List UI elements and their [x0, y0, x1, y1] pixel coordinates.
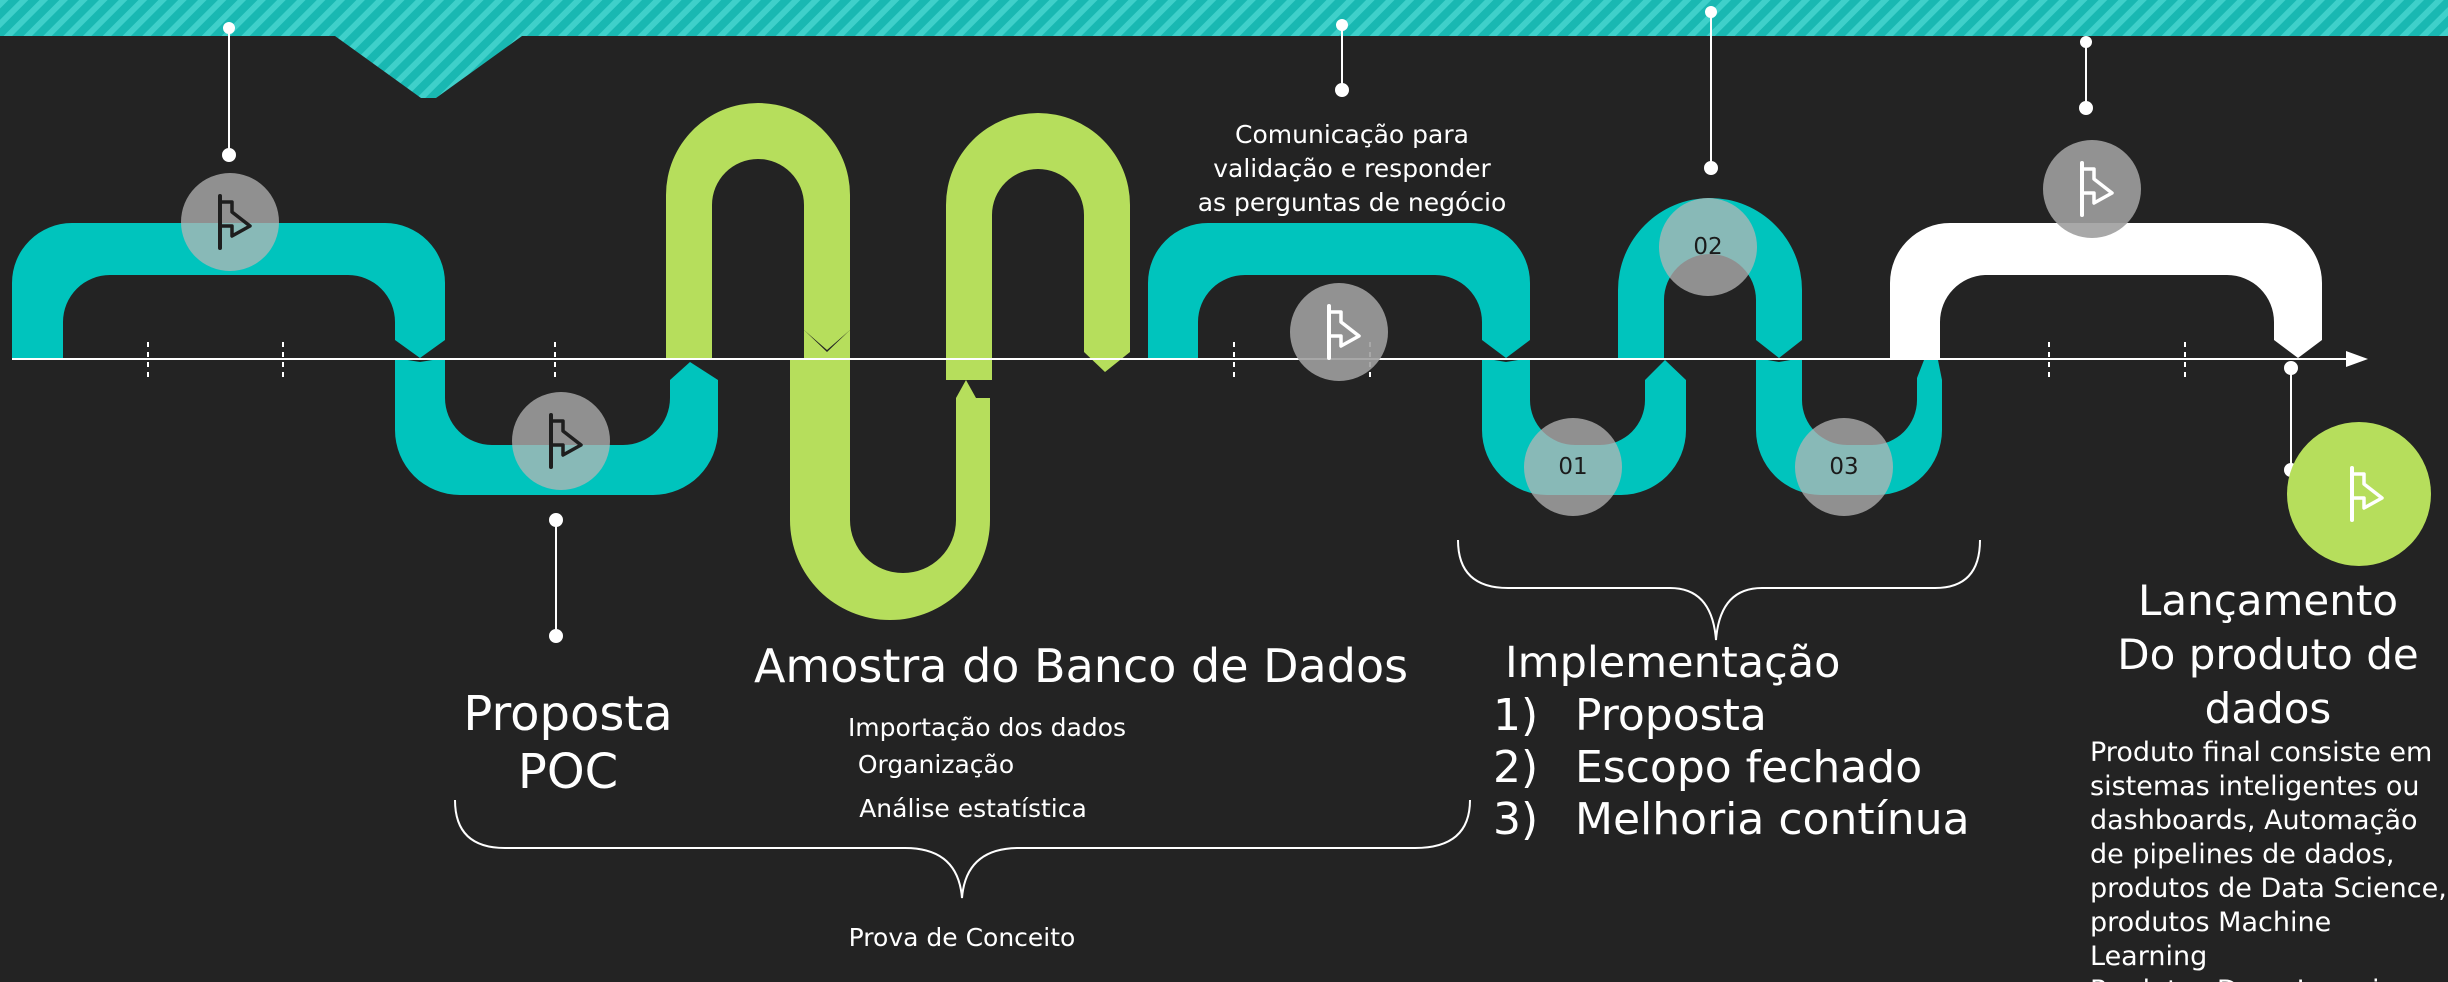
implementation-step-2: 2) Escopo fechado	[1493, 742, 1922, 794]
launch-description: Produto final consiste em sistemas intel…	[2090, 736, 2448, 982]
poc-title-line2: POC	[517, 744, 619, 800]
launch-description-line: sistemas inteligentes ou	[2090, 771, 2420, 802]
launch-description-line: de pipelines de dados,	[2090, 839, 2395, 870]
banner-notch	[335, 36, 522, 98]
milestone-marker-3	[1290, 283, 1388, 381]
step-marker-03-bg	[1795, 418, 1893, 516]
communication-line2: validação e responder	[1213, 154, 1491, 183]
proof-of-concept-label: Prova de Conceito	[848, 923, 1076, 952]
step-marker-02-bg	[1659, 198, 1757, 296]
implementation-step-3-number: 3)	[1493, 794, 1539, 845]
database-sample-item-import: Importação dos dados	[847, 713, 1127, 742]
step-marker-01: 01	[1558, 454, 1588, 480]
step-marker-02: 02	[1693, 234, 1723, 260]
launch-description-line: dashboards, Automação	[2090, 805, 2418, 836]
brace-implementation	[1457, 539, 1981, 641]
timeline-ticks	[147, 342, 2186, 378]
path-segment-5	[946, 113, 1130, 380]
implementation-step-1-number: 1)	[1493, 690, 1539, 741]
path-segment-3	[666, 103, 850, 358]
launch-description-line: produtos de Data Science,	[2090, 873, 2447, 904]
launch-description-line: Produto final consiste em	[2090, 737, 2433, 768]
database-sample-item-organize: Organização	[857, 750, 1015, 779]
database-sample-title: Amostra do Banco de Dados	[753, 639, 1409, 693]
launch-description-line: Produtos Deep Learning	[2090, 974, 2448, 982]
poc-title-line1: Proposta	[463, 686, 673, 742]
implementation-step-3-label: Melhoria contínua	[1575, 794, 1970, 845]
top-banner	[0, 0, 2448, 36]
communication-line1: Comunicação para	[1235, 120, 1469, 149]
path-segment-6	[1148, 223, 1530, 358]
launch-description-line: produtos Machine Learning	[2090, 907, 2332, 972]
path-segment-4	[790, 330, 990, 620]
connector-lines	[222, 6, 2298, 643]
milestone-marker-4	[2043, 140, 2141, 238]
brace-proof-of-concept	[454, 799, 1471, 899]
launch-title-line2: Do produto de	[2117, 630, 2419, 679]
step-marker-01-bg	[1524, 418, 1622, 516]
path-segment-2	[395, 358, 718, 495]
path-segment-10	[1890, 223, 2322, 358]
milestone-marker-1	[181, 173, 279, 271]
implementation-step-2-label: Escopo fechado	[1575, 742, 1923, 793]
implementation-step-2-number: 2)	[1493, 742, 1539, 793]
implementation-step-1-label: Proposta	[1575, 690, 1767, 741]
timeline-arrowhead	[2346, 351, 2368, 367]
launch-title-line3: dados	[2204, 684, 2332, 733]
launch-marker	[2287, 422, 2431, 566]
path-segment-1	[12, 223, 445, 358]
database-sample-item-stats: Análise estatística	[859, 794, 1087, 823]
milestone-marker-2	[512, 392, 610, 490]
communication-line3: as perguntas de negócio	[1197, 188, 1507, 217]
implementation-step-3: 3) Melhoria contínua	[1493, 794, 1970, 846]
launch-title-line1: Lançamento	[2137, 576, 2399, 625]
implementation-step-1: 1) Proposta	[1493, 690, 1767, 742]
implementation-title: Implementação	[1505, 638, 1841, 688]
step-marker-03: 03	[1829, 454, 1859, 480]
